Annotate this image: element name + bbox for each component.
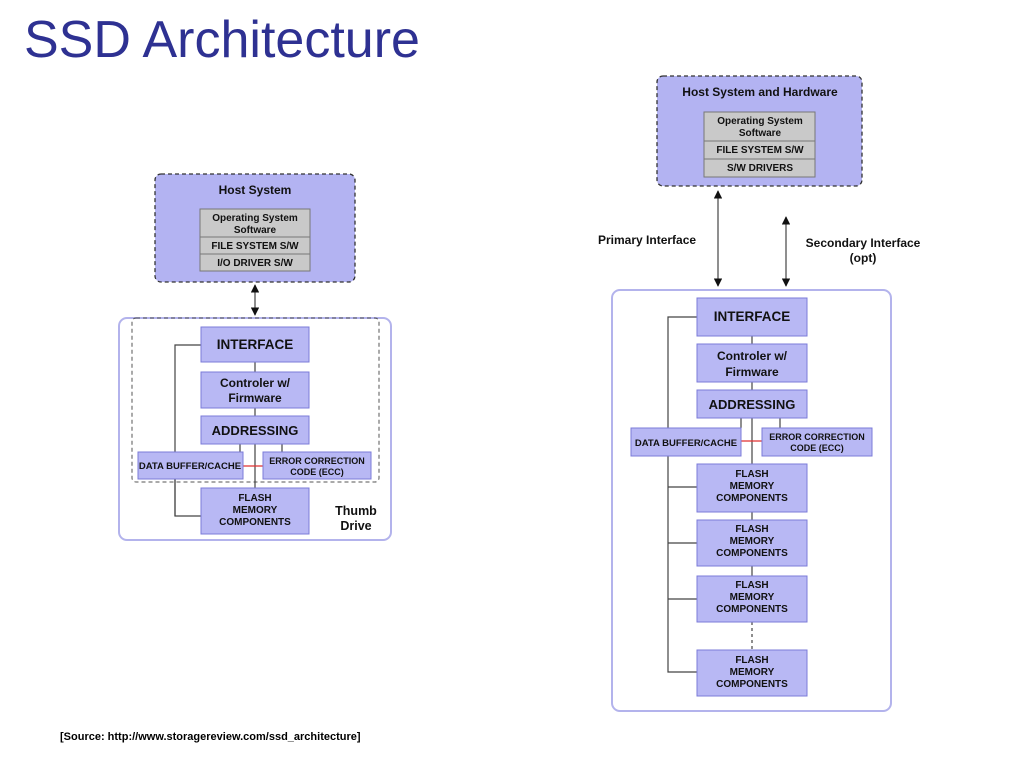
svg-text:FLASH: FLASH	[735, 580, 768, 591]
left-ecc-box	[262, 451, 372, 480]
right-flash-box-1: FLASH MEMORY COMPONENTS	[696, 463, 808, 513]
right-buffer-box	[630, 427, 742, 457]
svg-text:FLASH: FLASH	[735, 524, 768, 535]
left-os-line2: Software	[234, 225, 277, 236]
left-fs-label: FILE SYSTEM S/W	[211, 241, 299, 252]
right-bus-line	[667, 316, 697, 673]
left-flash-box	[200, 487, 310, 535]
right-buffer-label: DATA BUFFER/CACHE	[635, 438, 737, 449]
right-os-line2: Software	[739, 128, 782, 139]
left-host-system-box: Host System Operating System Software FI…	[154, 173, 356, 283]
right-interface-box	[696, 297, 808, 337]
secondary-interface-line1: Secondary Interface	[806, 236, 921, 250]
thumb-drive-line2: Drive	[340, 519, 371, 533]
right-fs-label: FILE SYSTEM S/W	[716, 145, 804, 156]
right-flash-box-3: FLASH MEMORY COMPONENTS	[696, 575, 808, 623]
primary-interface-label: Primary Interface	[598, 233, 696, 247]
right-driver-label: S/W DRIVERS	[727, 163, 793, 174]
left-ecc-line1: ERROR CORRECTION	[269, 456, 365, 466]
svg-text:MEMORY: MEMORY	[730, 481, 775, 492]
right-controller-box	[696, 343, 808, 383]
left-addressing-label: ADDRESSING	[212, 423, 299, 438]
svg-text:FLASH: FLASH	[735, 469, 768, 480]
left-driver-label: I/O DRIVER S/W	[217, 258, 293, 269]
left-interface-label: INTERFACE	[217, 337, 294, 352]
svg-text:FLASH: FLASH	[735, 655, 768, 666]
right-addressing-label: ADDRESSING	[709, 397, 796, 412]
svg-text:COMPONENTS: COMPONENTS	[716, 679, 788, 690]
left-os-line1: Operating System	[212, 213, 298, 224]
left-bus-line	[174, 344, 201, 517]
right-interface-label: INTERFACE	[714, 309, 791, 324]
left-flash-line3: COMPONENTS	[219, 517, 291, 528]
right-ecc-line1: ERROR CORRECTION	[769, 432, 865, 442]
left-ecc-line2: CODE (ECC)	[290, 467, 344, 477]
right-host-system-box: Host System and Hardware Operating Syste…	[656, 75, 863, 187]
left-flash-line2: MEMORY	[233, 505, 278, 516]
right-addressing-box	[696, 389, 808, 419]
left-controller-box	[200, 371, 310, 409]
left-controller-line1: Controler w/	[220, 376, 291, 390]
svg-text:COMPONENTS: COMPONENTS	[716, 548, 788, 559]
slide-title: SSD Architecture	[24, 11, 420, 69]
right-flash-box-2: FLASH MEMORY COMPONENTS	[696, 519, 808, 567]
thumb-drive-line1: Thumb	[335, 504, 377, 518]
left-host-title: Host System	[219, 183, 292, 197]
svg-text:MEMORY: MEMORY	[730, 592, 775, 603]
right-host-title: Host System and Hardware	[682, 85, 838, 99]
left-controller-line2: Firmware	[228, 391, 282, 405]
left-addressing-box	[200, 415, 310, 445]
right-ecc-line2: CODE (ECC)	[790, 443, 844, 453]
svg-text:COMPONENTS: COMPONENTS	[716, 493, 788, 504]
right-controller-line1: Controler w/	[717, 349, 788, 363]
svg-text:MEMORY: MEMORY	[730, 536, 775, 547]
right-ecc-box	[761, 427, 873, 457]
ssd-diagram: Host System and Hardware Operating Syste…	[598, 75, 921, 712]
svg-text:COMPONENTS: COMPONENTS	[716, 604, 788, 615]
right-controller-line2: Firmware	[725, 365, 779, 379]
right-flash-box-4: FLASH MEMORY COMPONENTS	[696, 649, 808, 697]
left-buffer-box	[137, 451, 244, 480]
secondary-interface-line2: (opt)	[850, 251, 877, 265]
right-os-line1: Operating System	[717, 116, 803, 127]
svg-text:MEMORY: MEMORY	[730, 667, 775, 678]
thumb-drive-diagram: Host System Operating System Software FI…	[118, 173, 392, 541]
left-buffer-label: DATA BUFFER/CACHE	[139, 461, 241, 472]
left-interface-box	[200, 326, 310, 363]
source-citation: [Source: http://www.storagereview.com/ss…	[60, 731, 361, 743]
left-flash-line1: FLASH	[238, 493, 271, 504]
